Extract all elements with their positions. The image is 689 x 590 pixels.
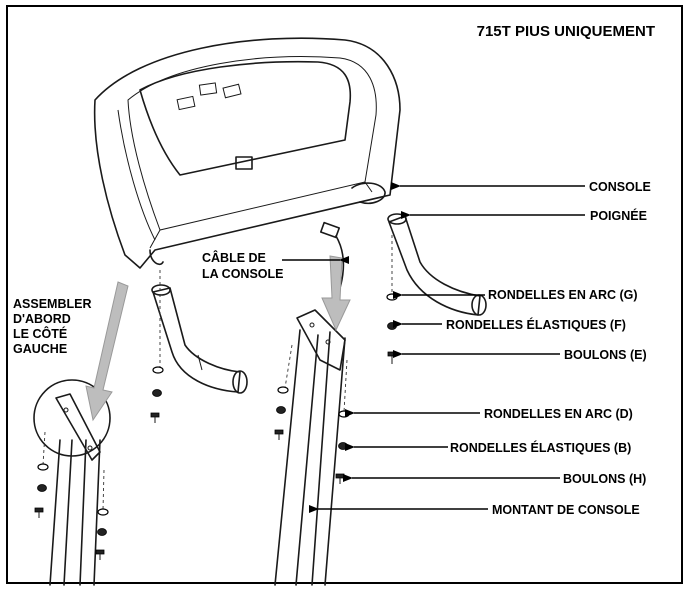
label-arc-washers-d: RONDELLES EN ARC (D) [484, 407, 633, 421]
label-spring-washers-f: RONDELLES ÉLASTIQUES (F) [446, 317, 626, 332]
label-cable-line1: CÂBLE DE [202, 250, 266, 265]
label-assemble-line4: GAUCHE [13, 342, 67, 356]
direction-arrows [85, 255, 351, 422]
leader-lines [282, 182, 585, 513]
label-arc-washers-g: RONDELLES EN ARC (G) [488, 288, 638, 302]
label-console: CONSOLE [589, 180, 651, 194]
label-handle: POIGNÉE [590, 208, 647, 223]
label-cable-line2: LA CONSOLE [202, 267, 283, 281]
left-upright [49, 393, 101, 586]
magnifier-circle [33, 379, 111, 457]
diagram-title: 715T PIUS UNIQUEMENT [477, 23, 655, 40]
label-bolts-e: BOULONS (E) [564, 348, 647, 362]
center-upright [274, 309, 346, 586]
console-illustration [93, 37, 401, 269]
left-handle [151, 284, 248, 394]
label-bolts-h: BOULONS (H) [563, 472, 646, 486]
label-upright: MONTANT DE CONSOLE [492, 503, 640, 517]
label-spring-washers-b: RONDELLES ÉLASTIQUES (B) [450, 440, 631, 455]
label-assemble-line2: D'ABORD [13, 312, 71, 326]
label-assemble-line1: ASSEMBLER [13, 297, 91, 311]
label-assemble-line3: LE CÔTÉ [13, 326, 67, 341]
